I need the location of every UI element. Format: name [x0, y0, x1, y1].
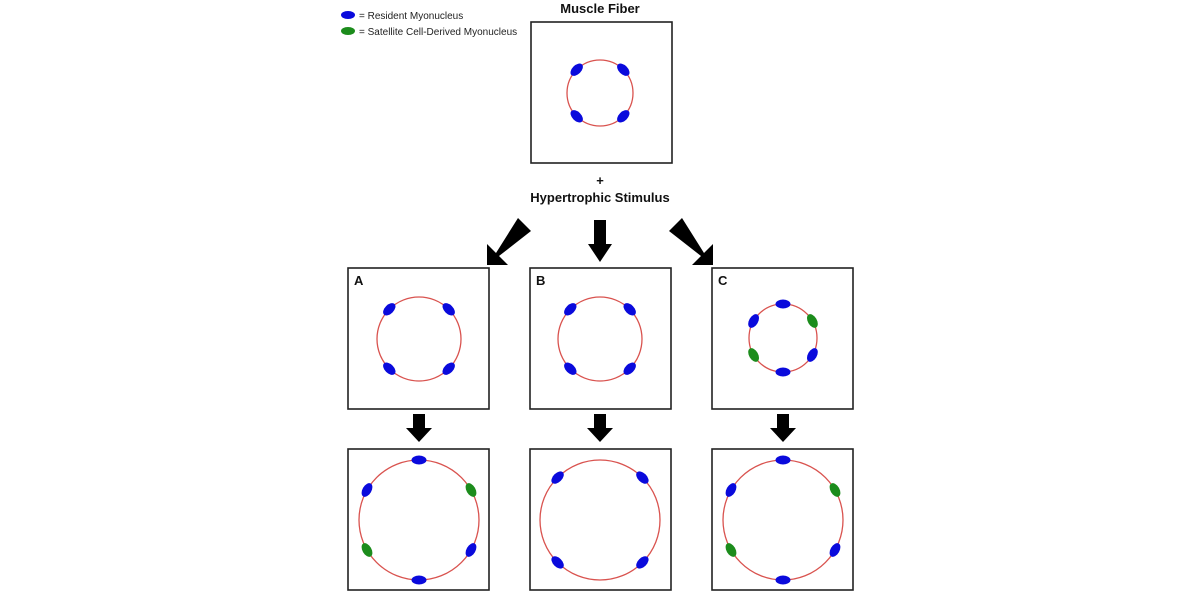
resident-myonucleus [748, 314, 760, 328]
resident-myonucleus [623, 362, 636, 375]
satellite-myonucleus [361, 543, 373, 557]
legend-satellite-swatch [341, 27, 355, 35]
satellite-myonucleus [748, 348, 760, 362]
arrow-to-panel-b [588, 220, 612, 262]
resident-myonucleus [570, 63, 583, 76]
panel-a: A [347, 267, 490, 410]
resident-myonucleus [775, 455, 791, 465]
diagram-title: Muscle Fiber [560, 1, 639, 16]
resident-myonucleus [775, 299, 791, 309]
panel-c-letter: C [718, 273, 728, 288]
resident-myonucleus [636, 556, 649, 569]
initial-fiber-panel [530, 21, 673, 164]
satellite-myonucleus [806, 314, 818, 328]
resident-myonucleus [775, 367, 791, 377]
resident-myonucleus [725, 483, 737, 497]
resident-myonucleus [551, 471, 564, 484]
arrow-b-down [587, 414, 613, 442]
fiber-outline [566, 59, 634, 127]
resident-myonucleus [636, 471, 649, 484]
resident-myonucleus [617, 110, 630, 123]
resident-myonucleus [829, 543, 841, 557]
legend-resident-swatch [341, 11, 355, 19]
panel-b: B [529, 267, 672, 410]
resident-myonucleus [570, 110, 583, 123]
satellite-myonucleus [725, 543, 737, 557]
resident-myonucleus [442, 303, 455, 316]
resident-myonucleus [383, 362, 396, 375]
panel-b-letter: B [536, 273, 545, 288]
resident-myonucleus [564, 303, 577, 316]
resident-myonucleus [465, 543, 477, 557]
resident-myonucleus [383, 303, 396, 316]
fiber-outline [376, 296, 462, 382]
legend-resident-label: = Resident Myonucleus [359, 11, 463, 22]
resident-myonucleus [411, 455, 427, 465]
panel-b-final [529, 448, 672, 591]
arrow-c-down [770, 414, 796, 442]
resident-myonucleus [775, 575, 791, 585]
resident-myonucleus [564, 362, 577, 375]
resident-myonucleus [411, 575, 427, 585]
fiber-outline [539, 459, 661, 581]
fiber-outline [557, 296, 643, 382]
satellite-myonucleus [829, 483, 841, 497]
stimulus-label: Hypertrophic Stimulus [530, 190, 669, 205]
resident-myonucleus [806, 348, 818, 362]
legend-satellite-label: = Satellite Cell-Derived Myonucleus [359, 27, 517, 38]
panel-a-letter: A [354, 273, 364, 288]
resident-myonucleus [361, 483, 373, 497]
resident-myonucleus [551, 556, 564, 569]
arrow-to-panel-c [669, 218, 713, 265]
legend: = Resident Myonucleus = Satellite Cell-D… [341, 11, 517, 38]
resident-myonucleus [623, 303, 636, 316]
panel-a-final [347, 448, 490, 591]
satellite-myonucleus [465, 483, 477, 497]
panel-c-final [711, 448, 854, 591]
arrow-a-down [406, 414, 432, 442]
panel-c: C [711, 267, 854, 410]
resident-myonucleus [617, 63, 630, 76]
resident-myonucleus [442, 362, 455, 375]
plus-sign: + [596, 173, 604, 188]
arrow-to-panel-a [487, 218, 531, 265]
